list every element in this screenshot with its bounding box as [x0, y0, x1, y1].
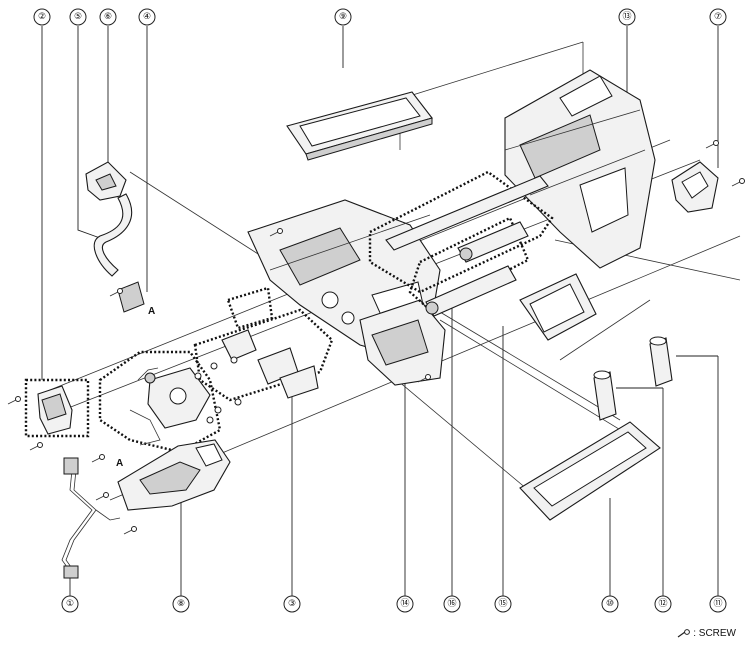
svg-text:⑪: ⑪: [713, 598, 722, 609]
svg-text:⑬: ⑬: [622, 11, 631, 22]
ref-letter-a-top: A: [148, 306, 155, 317]
svg-text:⑩: ⑩: [606, 599, 614, 609]
svg-text:③: ③: [288, 599, 296, 609]
heater-housing-lower: [359, 299, 446, 386]
link-lever-assembly: [98, 286, 334, 454]
callout-10: ⑩: [601, 595, 619, 613]
svg-text:⑭: ⑭: [400, 598, 409, 609]
svg-text:⑤: ⑤: [74, 12, 82, 22]
callout-12: ⑫: [654, 595, 672, 613]
heater-core-group: [368, 170, 554, 317]
callout-6: ⑥: [99, 8, 117, 26]
screw-legend-text: : SCREW: [693, 628, 736, 639]
callout-1: ①: [61, 595, 79, 613]
filter-frame-top: [286, 91, 433, 161]
svg-text:②: ②: [38, 12, 46, 22]
washers-and-pins: [194, 356, 242, 424]
foot-duct: [117, 439, 231, 511]
callout-14: ⑭: [396, 595, 414, 613]
callout-4: ④: [138, 8, 156, 26]
air-mix-actuator-left: [24, 378, 90, 438]
callout-7: ⑦: [709, 8, 727, 26]
screw-legend: : SCREW: [677, 628, 736, 639]
callout-11: ⑪: [709, 595, 727, 613]
callout-15: ⑮: [494, 595, 512, 613]
svg-text:⑫: ⑫: [658, 598, 667, 609]
svg-text:⑥: ⑥: [104, 12, 112, 22]
svg-text:⑦: ⑦: [714, 12, 722, 22]
wire-harness: [61, 457, 121, 579]
callout-3: ③: [283, 595, 301, 613]
mode-actuator-right: [671, 161, 719, 213]
screws: [7, 140, 745, 535]
svg-text:①: ①: [66, 599, 74, 609]
callout-2: ②: [33, 8, 51, 26]
heater-housing-upper: [504, 69, 656, 269]
inlet-frame: [519, 273, 597, 341]
svg-text:④: ④: [143, 12, 151, 22]
svg-text:⑧: ⑧: [177, 599, 185, 609]
callout-9: ⑨: [334, 8, 352, 26]
ref-letter-a-bottom: A: [116, 458, 123, 469]
callout-16: ⑯: [443, 595, 461, 613]
screw-icon: [677, 628, 691, 637]
filter-frame-bottom: [519, 421, 661, 521]
svg-text:⑨: ⑨: [339, 12, 347, 22]
water-valve-and-hose: [85, 161, 145, 313]
callout-5: ⑤: [69, 8, 87, 26]
foam-blocks: [593, 336, 673, 421]
callout-8: ⑧: [172, 595, 190, 613]
callout-13: ⑬: [618, 8, 636, 26]
svg-text:⑮: ⑮: [498, 598, 507, 609]
svg-text:⑯: ⑯: [447, 598, 456, 609]
